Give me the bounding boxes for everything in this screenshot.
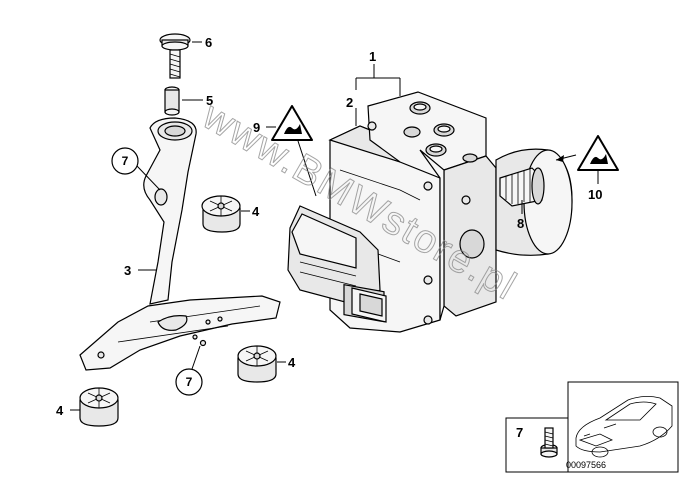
callout-2: 2 — [346, 95, 353, 110]
callout-8: 8 — [517, 216, 524, 231]
circled-callout-7-upper: 7 — [111, 147, 161, 191]
callout-9: 9 — [253, 120, 260, 135]
abs-hydraulic-unit — [287, 91, 573, 333]
callout-1: 1 — [369, 49, 376, 64]
bracket-part — [79, 117, 281, 371]
callout-7-lower: 7 — [186, 375, 193, 389]
warning-triangle-left — [271, 105, 313, 141]
reference-number: 00097566 — [566, 460, 606, 470]
sleeve-part — [164, 86, 180, 116]
callout-4-upper: 4 — [252, 204, 260, 219]
callout-5: 5 — [206, 93, 213, 108]
rubber-mount-upper — [201, 195, 241, 233]
rubber-mount-right — [237, 345, 277, 383]
bolt-part — [159, 33, 191, 79]
warning-triangle-right — [577, 135, 619, 171]
car-icon — [575, 396, 673, 458]
callout-10: 10 — [588, 187, 602, 202]
callout-7-inset: 7 — [516, 425, 523, 440]
rubber-mount-lower — [79, 387, 119, 427]
circled-callout-7-lower: 7 — [175, 345, 203, 396]
callout-7-upper: 7 — [122, 154, 129, 168]
callout-4-right: 4 — [288, 355, 296, 370]
inset-bolt-part — [540, 427, 558, 458]
callout-3: 3 — [124, 263, 131, 278]
callout-4-lower: 4 — [56, 403, 64, 418]
inset-panel: 7 00097566 — [505, 381, 679, 473]
callout-6: 6 — [205, 35, 212, 50]
